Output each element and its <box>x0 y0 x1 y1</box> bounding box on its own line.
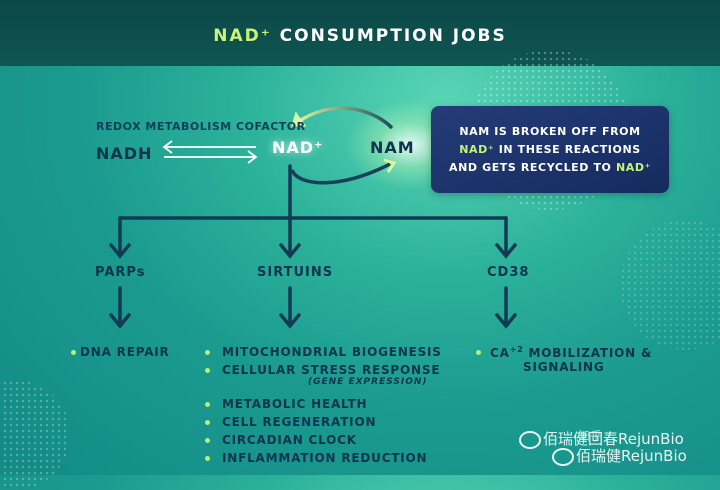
info-line-3: AND GETS RECYCLED TO NAD⁺ <box>448 161 651 174</box>
sirtuins-item: CELL REGENERATION <box>222 415 377 429</box>
redox-label: REDOX METABOLISM COFACTOR <box>96 120 306 133</box>
cycle-arrowhead-bottom <box>383 158 397 173</box>
cycle-arc-top <box>297 106 394 130</box>
nadh-label: NADH <box>96 144 153 163</box>
bullet <box>205 402 210 407</box>
sirtuins-item: INFLAMMATION REDUCTION <box>222 451 428 465</box>
bullet <box>476 350 481 355</box>
branch-parps: PARPs <box>95 265 146 280</box>
sirtuins-note: (GENE EXPRESSION) <box>308 377 428 387</box>
watermark-top: 佰瑞健回春RejunBio <box>543 430 684 448</box>
decorative-dots-bottom-right <box>620 220 720 350</box>
cd38-item: CA+2 MOBILIZATION & <box>490 345 653 360</box>
info-line-1: NAM IS BROKEN OFF FROM <box>459 125 641 138</box>
bullet <box>205 456 210 461</box>
bullet <box>205 368 210 373</box>
title-bar <box>0 0 720 66</box>
redox-double-arrow <box>162 140 258 164</box>
cd38-item-line2: SIGNALING <box>523 360 605 374</box>
watermark-zhihu: 知乎 <box>578 429 603 443</box>
watermark-bottom: 佰瑞健RejunBio <box>576 447 687 465</box>
info-line-2: NAD⁺ IN THESE REACTIONS <box>459 143 641 156</box>
bullet <box>205 438 210 443</box>
sirtuins-item: METABOLIC HEALTH <box>222 397 368 411</box>
sirtuins-item: MITOCHONDRIAL BIOGENESIS <box>222 345 442 359</box>
sirtuins-item: CIRCADIAN CLOCK <box>222 433 357 447</box>
bullet <box>205 350 210 355</box>
diagram-arrows <box>109 106 517 329</box>
parps-item-dna-repair: DNA REPAIR <box>80 345 170 359</box>
branch-sirtuins: SIRTUINS <box>257 265 334 280</box>
wechat-icon <box>519 431 541 449</box>
info-box: NAM IS BROKEN OFF FROM NAD⁺ IN THESE REA… <box>431 106 669 193</box>
nad-plus-label: NAD⁺ <box>272 138 324 157</box>
wechat-icon <box>552 448 574 466</box>
nam-label: NAM <box>370 138 415 157</box>
sirtuins-item: CELLULAR STRESS RESPONSE <box>222 363 441 377</box>
branch-cd38: CD38 <box>487 265 530 280</box>
page-title: NAD⁺ CONSUMPTION JOBS <box>213 26 507 46</box>
cycle-arrowhead-top <box>291 111 306 127</box>
bullet <box>205 420 210 425</box>
bullet <box>71 350 76 355</box>
cycle-arc-bottom <box>290 162 391 185</box>
